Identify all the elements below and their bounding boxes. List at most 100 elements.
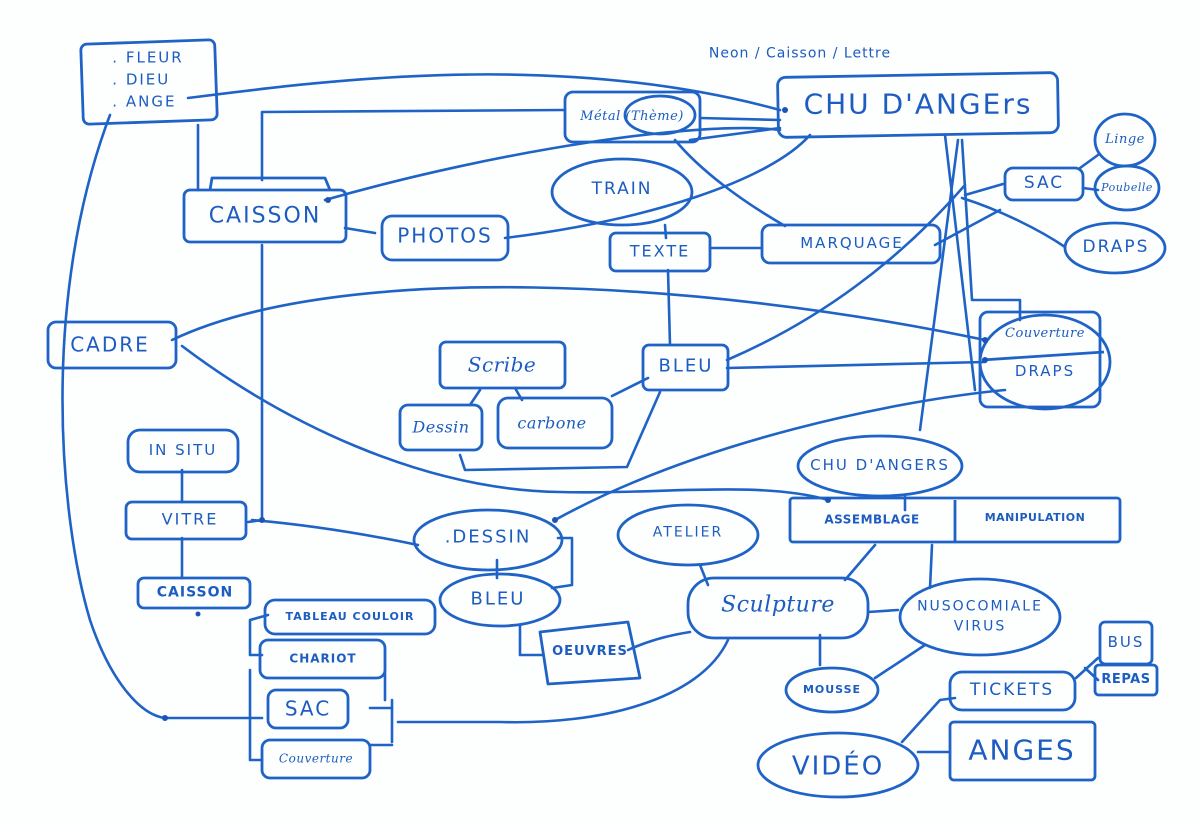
edge-oeuvres-to-sculpture	[626, 630, 692, 652]
edge-video-to-tickets	[900, 696, 957, 744]
node-dessin[interactable]: .DESSIN	[444, 526, 532, 548]
node-caisson-top[interactable]: CAISSON	[208, 203, 322, 229]
node-shape-caisson-left	[136, 576, 252, 610]
edge-atelier-to-sculpture	[698, 563, 710, 587]
edge-chariot-to-sac	[248, 668, 264, 762]
node-shape-theme-circle	[623, 94, 697, 136]
node-shape-sac-low	[266, 688, 350, 730]
node-shape-video	[756, 731, 920, 799]
node-shape-atelier	[616, 503, 760, 567]
node-shape-repas	[1093, 663, 1159, 697]
node-carbone[interactable]: carbone	[517, 413, 587, 433]
edge-bleu-to-dessin-small	[458, 390, 662, 472]
node-chu-angers-oval[interactable]: CHU D'ANGERS	[810, 456, 950, 475]
node-shape-tickets	[948, 670, 1077, 712]
junction-dot	[162, 715, 168, 721]
node-shape-draps-top	[1063, 221, 1167, 275]
junction-dot	[195, 611, 201, 617]
node-shape-chu-angers-main	[776, 71, 1060, 139]
edge-sac-to-linge	[1078, 153, 1100, 170]
node-anges[interactable]: ANGES	[968, 733, 1076, 767]
node-cadre[interactable]: CADRE	[70, 332, 150, 357]
node-manipulation[interactable]: MANIPULATION	[984, 511, 1086, 525]
node-train[interactable]: TRAIN	[591, 179, 653, 200]
node-texte[interactable]: TEXTE	[629, 241, 691, 261]
node-nosocomiale[interactable]: NUSOCOMIALE VIRUS	[917, 598, 1043, 634]
node-draps-right[interactable]: DRAPS	[1014, 362, 1076, 381]
junction-dot	[782, 107, 788, 113]
node-tableau-couloir[interactable]: TABLEAU COULOIR	[285, 610, 415, 624]
edge-sculpture-to-assemblage	[843, 543, 877, 582]
node-tickets[interactable]: TICKETS	[969, 680, 1055, 701]
node-shape-marquage	[760, 223, 942, 265]
edge-chu-vertical-right	[960, 138, 1022, 322]
node-couverture-right[interactable]: Couverture	[1005, 326, 1085, 342]
edge-chu-to-chuoval	[918, 138, 960, 432]
junction-dot	[325, 197, 331, 203]
edge-metal-to-caisson	[260, 108, 567, 182]
node-shape-sac-top	[1003, 166, 1085, 202]
node-shape-oeuvres	[538, 620, 642, 686]
node-sac-top[interactable]: SAC	[1023, 173, 1065, 194]
edge-bleu-to-sac	[725, 183, 967, 362]
node-shape-bleu-low	[438, 572, 562, 628]
node-metal-theme: Métal (Thème)	[580, 109, 684, 125]
edge-dessin-to-draps	[553, 388, 1007, 522]
edge-tableau-to-chariot	[248, 613, 270, 657]
node-bus[interactable]: BUS	[1107, 633, 1145, 652]
node-mousse[interactable]: MOUSSE	[802, 683, 862, 697]
junction-dot	[982, 337, 988, 343]
node-caisson-left[interactable]: CAISSON	[156, 584, 234, 601]
node-shape-caisson-top	[182, 188, 348, 244]
edge-texte-to-bleu	[666, 268, 672, 347]
node-sac-low[interactable]: SAC	[284, 696, 332, 721]
edge-metal-to-chu-2	[688, 126, 782, 142]
junction-dot	[259, 517, 265, 523]
node-shape-mousse	[784, 666, 880, 714]
edge-sculpture-to-sac-low	[396, 638, 730, 724]
edge-chu-to-photos	[503, 133, 812, 240]
node-vitre[interactable]: VITRE	[161, 509, 219, 529]
node-in-situ[interactable]: IN SITU	[148, 441, 218, 460]
node-shape-cadre	[46, 320, 178, 370]
node-bleu-low[interactable]: BLEU	[470, 588, 526, 610]
edge-cadre-to-couverture	[170, 285, 987, 342]
junction-dot	[982, 357, 988, 363]
node-shape-tableau-couloir	[263, 598, 437, 636]
node-poubelle[interactable]: Poubelle	[1101, 181, 1153, 195]
node-shape-anges	[948, 720, 1097, 782]
node-atelier[interactable]: ATELIER	[652, 524, 724, 541]
edge-caisson-to-vitre	[246, 243, 264, 524]
edge-caisson-to-photos	[343, 226, 377, 235]
node-repas[interactable]: REPAS	[1101, 672, 1151, 688]
edge-scribe-to-dessin	[468, 388, 482, 407]
node-chariot[interactable]: CHARIOT	[289, 651, 357, 666]
node-shape-scribe	[438, 340, 567, 390]
node-scribe[interactable]: Scribe	[467, 352, 537, 377]
node-shape-train	[550, 157, 694, 227]
node-couverture-low[interactable]: Couverture	[278, 751, 354, 766]
edge-manip-to-nosocomiale	[928, 543, 934, 590]
node-draps-top[interactable]: DRAPS	[1082, 237, 1150, 258]
edge-dessin-bracket	[550, 536, 574, 590]
node-photos[interactable]: PHOTOS	[397, 223, 493, 248]
node-linge[interactable]: Linge	[1105, 132, 1145, 148]
node-shape-dessin	[412, 508, 564, 572]
edge-chu-to-sac	[963, 182, 1005, 197]
junction-dot	[552, 517, 558, 523]
annotation-neon-caisson-lettre: Neon / Caisson / Lettre	[708, 45, 892, 62]
edge-nosocomiale-to-mousse	[873, 643, 927, 680]
node-shape-chariot	[258, 638, 387, 680]
node-marquage[interactable]: MARQUAGE	[800, 234, 904, 253]
edge-chu-to-draps	[960, 196, 1067, 249]
node-bleu-mid[interactable]: BLEU	[658, 355, 714, 377]
node-oeuvres[interactable]: OEUVRES	[552, 644, 628, 660]
node-sculpture[interactable]: Sculpture	[721, 592, 835, 618]
node-shape-texte	[608, 231, 712, 273]
node-dessin-small[interactable]: Dessin	[412, 417, 470, 437]
node-shape-couverture-low	[260, 738, 372, 780]
edge-cadre-to-assemblage	[180, 344, 830, 502]
node-video[interactable]: VIDÉO	[791, 751, 885, 782]
node-assemblage[interactable]: ASSEMBLAGE	[824, 512, 920, 527]
